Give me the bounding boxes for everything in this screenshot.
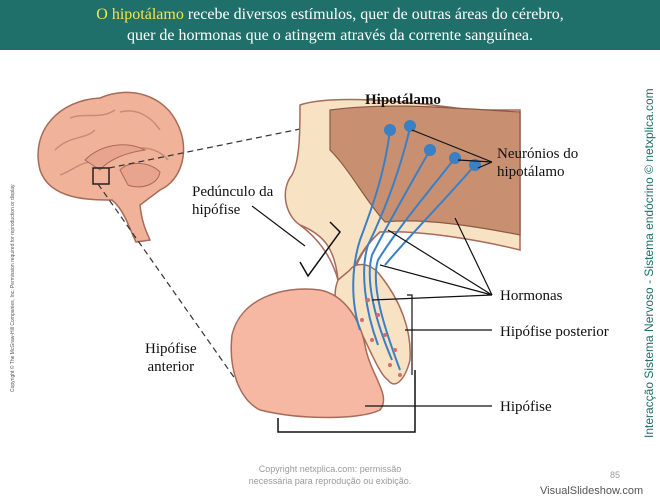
pituitary-label: Hipófise	[500, 398, 552, 416]
footer-line-1: Copyright netxplica.com: permissão	[225, 463, 435, 475]
posterior-pituitary-label: Hipófise posterior	[500, 323, 609, 341]
hypothalamus-title: Hipotálamo	[365, 91, 441, 109]
neuron-cell	[384, 124, 396, 136]
footer-copyright: Copyright netxplica.com: permissão neces…	[225, 463, 435, 487]
side-caption: Interacção Sistema Nervoso - Sistema end…	[642, 88, 656, 438]
page-number: 85	[610, 470, 620, 480]
neuron-cell	[449, 152, 461, 164]
stalk-label-line-1: Pedúnculo da	[192, 183, 273, 201]
neuron-cell	[404, 120, 416, 132]
publisher-copyright: Copyright © The McGraw-Hill Companies, I…	[10, 183, 16, 392]
stalk-label-line-2: hipófise	[192, 201, 273, 219]
watermark: VisualSlideshow.com	[540, 485, 643, 497]
footer-line-2: necessária para reprodução ou exibição.	[225, 475, 435, 487]
anterior-pituitary-label: Hipófise anterior	[145, 340, 197, 376]
hormones-label: Hormonas	[500, 287, 563, 305]
neurons-label-line-1: Neurónios do	[497, 145, 578, 163]
stalk-label: Pedúnculo da hipófise	[192, 183, 273, 219]
anterior-label-line-2: anterior	[145, 358, 197, 376]
anterior-label-line-1: Hipófise	[145, 340, 197, 358]
hypothalamus-tissue	[285, 100, 520, 280]
neurons-label: Neurónios do hipotálamo	[497, 145, 578, 181]
neurons-label-line-2: hipotálamo	[497, 163, 578, 181]
neuron-cell	[424, 144, 436, 156]
